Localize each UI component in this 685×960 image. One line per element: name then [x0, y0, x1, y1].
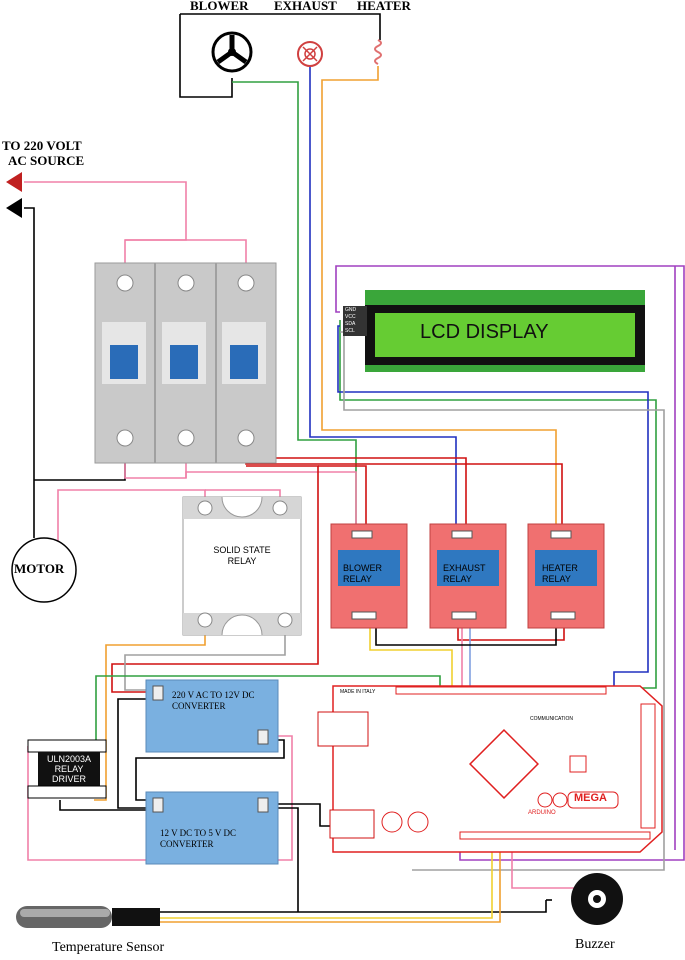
wire-red-breaker-3b [246, 457, 467, 530]
wire-green-lcd [339, 320, 657, 689]
arduino-power-jack [329, 809, 375, 839]
wire-purple-lcd [335, 265, 685, 861]
lcd-pin-sda: SDA [345, 321, 356, 327]
wire-pink-breaker-2 [185, 471, 357, 530]
lcd-pin-scl: SCL [345, 328, 355, 334]
motor-icon [11, 537, 77, 603]
exhaust-fan-icon [297, 41, 323, 67]
uln-label-line2: RELAY [54, 764, 84, 774]
uln-label-line3: DRIVER [51, 774, 86, 784]
uln-label-line1: ULN2003A [46, 754, 92, 764]
ssr-label: SOLID STATE RELAY [213, 545, 271, 566]
solid-state-relay [182, 496, 302, 636]
heater-coil-icon [374, 39, 382, 65]
ac-neutral-arrow-icon [6, 198, 22, 218]
blower-label: BLOWER [190, 0, 249, 13]
lcd-i2c-header [343, 306, 367, 336]
breaker-terminals [116, 274, 255, 447]
arduino-made-label: MADE IN ITALY [340, 689, 376, 695]
arduino-mega-board [317, 685, 663, 853]
heater-relay-module [527, 523, 605, 629]
lcd-label: LCD DISPLAY [420, 321, 549, 343]
heater-label: HEATER [357, 0, 411, 13]
wire-gray-ssr [124, 618, 286, 691]
arduino-comm-label: COMMUNICATION [530, 716, 573, 722]
uln-label: ULN2003A RELAY DRIVER [38, 754, 100, 784]
breaker-toggle-1[interactable] [110, 345, 138, 379]
lcd-pin-labels: GND VCC SDA SCL [345, 307, 365, 335]
breaker-toggle-2[interactable] [170, 345, 198, 379]
wire-black-sensor [160, 900, 547, 913]
wire-green-uln [95, 675, 441, 740]
arduino-top-header [395, 686, 607, 695]
wire-black-conv [117, 698, 148, 809]
arduino-brand-label: ARDUINO [528, 810, 556, 816]
arduino-mega-label: MEGA [574, 792, 607, 804]
heater-relay-label: HEATER RELAY [542, 563, 578, 584]
wire-black-uln [59, 800, 148, 811]
wire-yellow-relay-1 [369, 618, 453, 686]
arduino-reset-button[interactable] [569, 755, 587, 773]
wire-black-conv2 [135, 739, 285, 801]
arduino-usb-port [317, 711, 369, 747]
arduino-side-header [640, 703, 656, 829]
temperature-sensor-label: Temperature Sensor [52, 940, 165, 955]
wire-blue-exhaust [309, 62, 457, 530]
lcd-pin-gnd: GND [345, 307, 357, 313]
ac-source-label-line2: AC SOURCE [8, 153, 85, 168]
blower-relay-label: BLOWER RELAY [343, 563, 383, 584]
dc-dc-converter [145, 791, 279, 865]
lcd-display [343, 290, 645, 372]
ac-line-arrow-icon [6, 172, 22, 192]
breaker-toggle-3[interactable] [230, 345, 258, 379]
arduino-chip [468, 728, 540, 800]
uln2003a-chip [27, 739, 107, 799]
dc-dc-converter-label: 12 V DC TO 5 V DC CONVERTER [160, 828, 237, 849]
wire-green-blower [232, 81, 357, 530]
wire-pink-breaker-1 [124, 450, 187, 479]
circuit-breaker [94, 262, 277, 464]
ac-source-label-line1: TO 220 VOLT [2, 138, 82, 153]
wire-red-relay-2 [457, 618, 565, 641]
buzzer-icon [571, 873, 623, 925]
motor-label: MOTOR [14, 561, 65, 576]
buzzer-label: Buzzer [575, 937, 615, 952]
wire-black-5v [265, 803, 330, 827]
lcd-pin-vcc: VCC [345, 314, 356, 320]
ac-dc-converter [145, 679, 279, 753]
temperature-sensor [16, 906, 160, 928]
wire-blue-lcd [337, 325, 649, 688]
wire-black-neutral [24, 207, 35, 538]
blower-icon [211, 31, 253, 73]
wire-black-relay-gnd [375, 618, 557, 646]
exhaust-relay-module [429, 523, 507, 629]
wire-orange-ssr [94, 618, 206, 801]
wire-orange-heater [321, 66, 557, 530]
wire-black-load-top [180, 13, 381, 40]
wire-black-load-frame [179, 14, 233, 98]
exhaust-label: EXHAUST [274, 0, 337, 13]
exhaust-relay-label: EXHAUST RELAY [443, 563, 486, 584]
wire-pink-conv [27, 735, 293, 861]
wire-red-breaker-3c [111, 465, 319, 693]
ac-dc-converter-label: 220 V AC TO 12V DC CONVERTER [172, 690, 255, 711]
arduino-bottom-header [459, 831, 651, 840]
blower-relay-module [330, 523, 408, 629]
wire-red-breaker-3d [318, 465, 367, 530]
